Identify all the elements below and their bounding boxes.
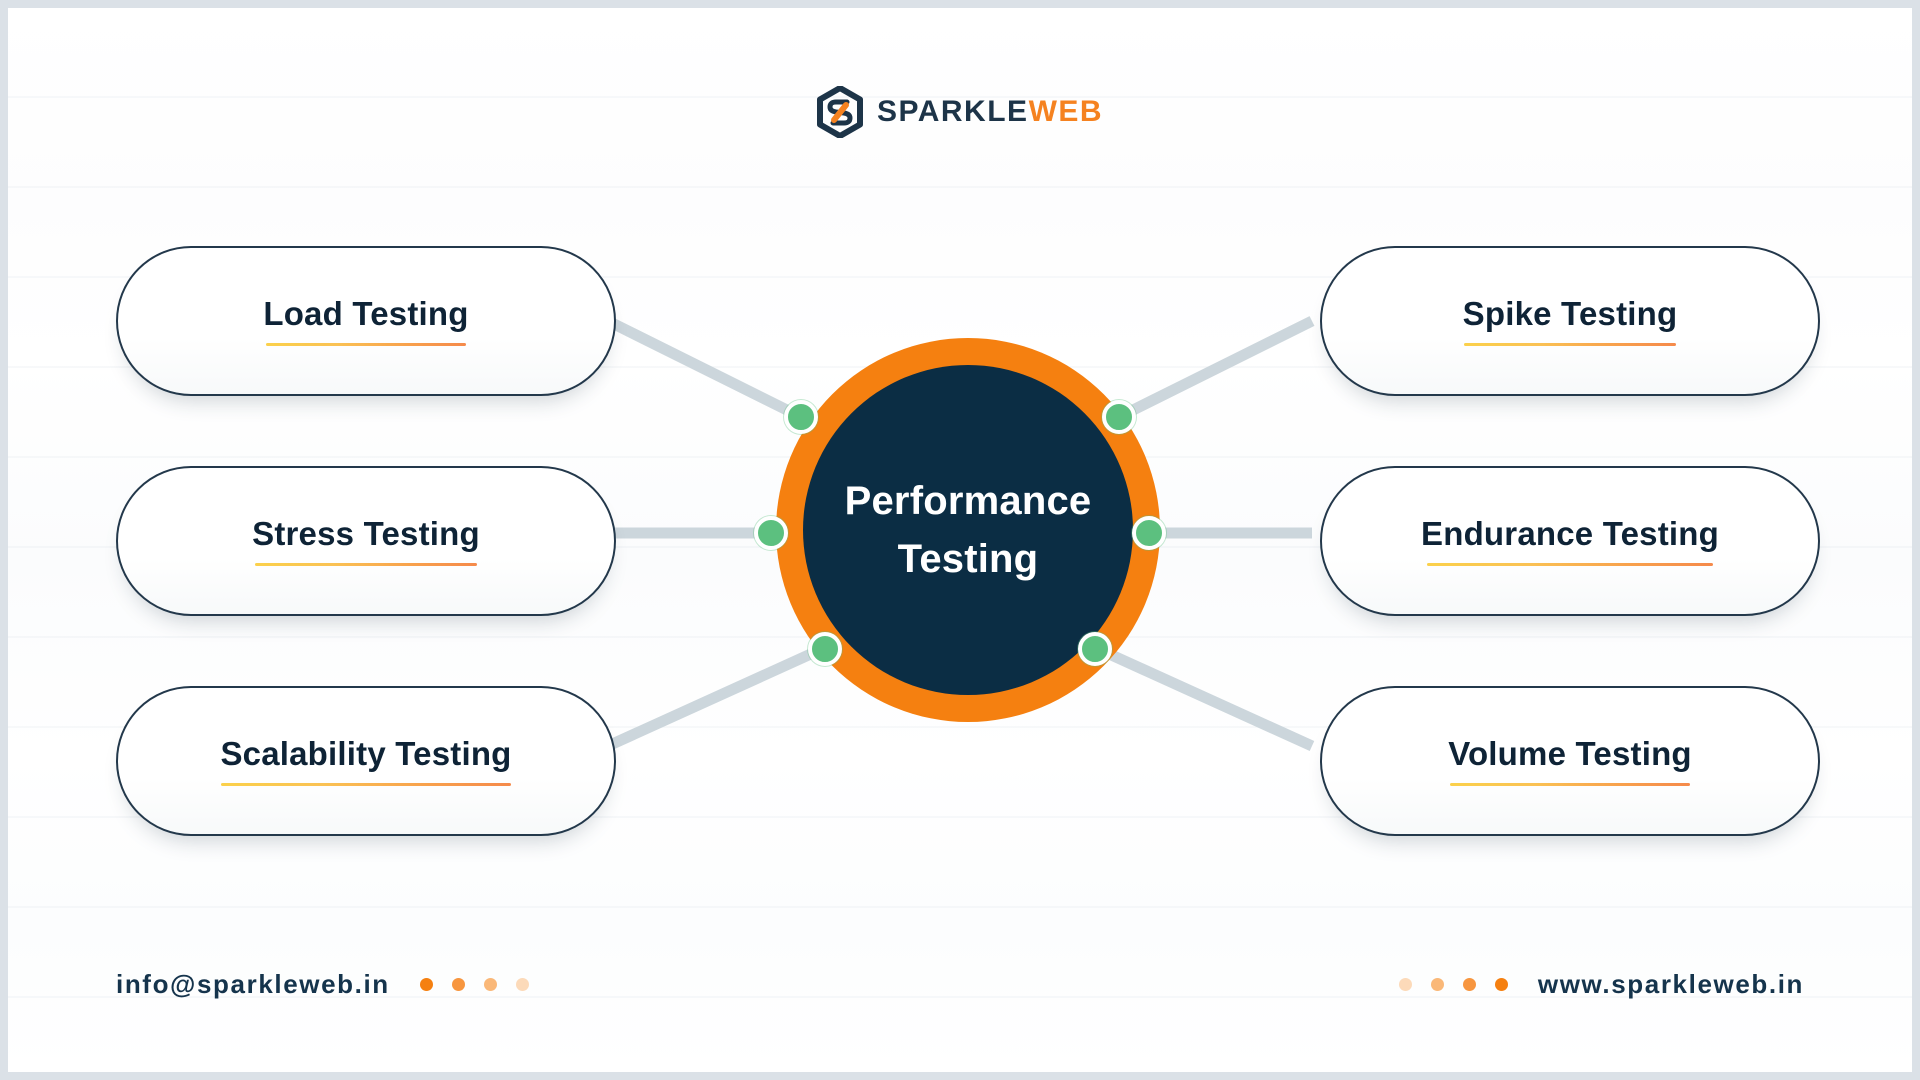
footer-dot-right-4 [1494, 977, 1508, 991]
node-scalability [808, 632, 842, 666]
card-stress-testing[interactable]: Stress Testing [116, 466, 616, 616]
card-spike-testing[interactable]: Spike Testing [1320, 246, 1820, 396]
footer-dot-right-3 [1462, 977, 1476, 991]
brand-name-secondary: WEB [1028, 95, 1104, 128]
connector-scalability [605, 642, 827, 752]
connector-spike [1116, 316, 1315, 422]
card-label: Spike Testing [1462, 294, 1678, 332]
node-spike [1102, 400, 1136, 434]
footer-dots-right [1398, 977, 1508, 991]
card-underline [1464, 342, 1676, 346]
card-label: Volume Testing [1448, 734, 1692, 772]
hub-inner-circle: Performance Testing [803, 365, 1133, 695]
card-underline [255, 562, 477, 566]
footer-dot-left-4 [515, 977, 529, 991]
node-endurance [1132, 516, 1166, 550]
website-url[interactable]: www.sparkleweb.in [1537, 969, 1804, 999]
card-label: Endurance Testing [1421, 514, 1719, 552]
card-label: Load Testing [263, 294, 469, 332]
card-scalability-testing[interactable]: Scalability Testing [116, 686, 616, 836]
card-volume-testing[interactable]: Volume Testing [1320, 686, 1820, 836]
node-volume [1078, 632, 1112, 666]
card-label: Stress Testing [252, 514, 480, 552]
brand-logo: SPARKLEWEB [8, 86, 1912, 138]
connector-load [605, 316, 804, 422]
brand-name-primary: SPARKLE [876, 95, 1029, 128]
footer-dot-left-1 [419, 977, 433, 991]
brand-wordmark: SPARKLEWEB [877, 97, 1103, 127]
infographic-canvas: SPARKLEWEB Performance Testing [8, 8, 1912, 1072]
card-underline [266, 342, 466, 346]
connector-volume [1093, 642, 1315, 752]
card-underline [1450, 782, 1690, 786]
node-load [784, 400, 818, 434]
footer-dots-left [419, 977, 529, 991]
contact-email[interactable]: info@sparkleweb.in [116, 969, 390, 999]
footer-dot-left-2 [451, 977, 465, 991]
card-underline [1427, 562, 1713, 566]
card-underline [221, 782, 511, 786]
footer-dot-left-3 [483, 977, 497, 991]
card-endurance-testing[interactable]: Endurance Testing [1320, 466, 1820, 616]
sparkleweb-hexagon-logo-icon [816, 86, 863, 138]
connector-lines [605, 316, 1315, 752]
footer-dot-right-1 [1398, 977, 1412, 991]
footer-right: www.sparkleweb.in [1398, 969, 1804, 999]
node-stress [754, 516, 788, 550]
card-load-testing[interactable]: Load Testing [116, 246, 616, 396]
footer: info@sparkleweb.in www.sparkleweb.in [8, 964, 1912, 1004]
hub-circle: Performance Testing [776, 338, 1160, 722]
footer-left: info@sparkleweb.in [116, 971, 529, 997]
card-label: Scalability Testing [220, 734, 512, 772]
footer-dot-right-2 [1430, 977, 1444, 991]
hub-label: Performance Testing [844, 479, 1092, 581]
